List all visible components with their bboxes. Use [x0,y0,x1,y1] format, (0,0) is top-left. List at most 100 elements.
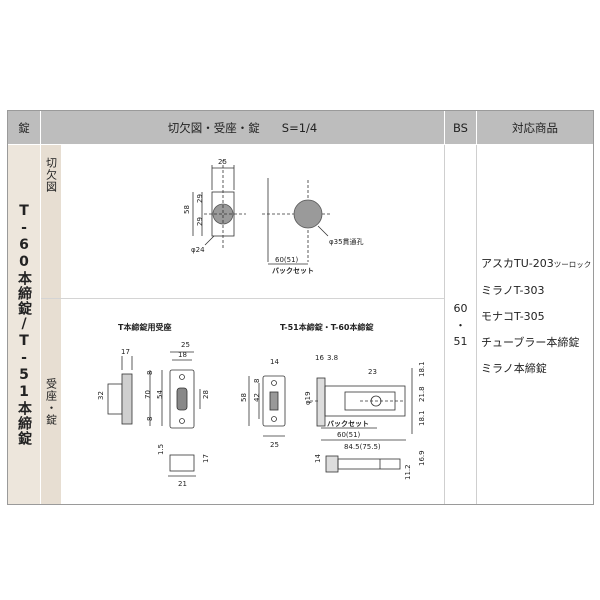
dim-label-8: 8 [146,417,154,421]
section-strike-label: 受座・錠 [44,377,58,426]
dim-label-21: 21 [178,480,187,488]
strike-side-view [107,383,123,415]
strike-bolt-hole [176,387,188,411]
dim-label-16_9: 16.9 [418,450,426,466]
header-products: 対応商品 [477,111,593,144]
bolt-end-flange [325,455,339,473]
lock-title: T-51本締錠・T-60本締錠 [280,322,374,332]
dim-label-dia35: φ35貫通孔 [329,237,364,246]
product-item: アスカTU-203ツーロック [481,251,591,278]
product-name: ミラノ本締錠 [481,362,547,375]
lock-name-cell: T-60本締錠/T-51本締錠 [8,145,40,504]
product-item: ミラノT-303 [481,278,591,304]
screw-hole-icon [271,416,277,422]
strike-box [121,373,133,425]
product-name: アスカTU-203 [481,257,554,270]
bs-values: 60 ・ 51 [445,145,476,504]
product-name: チューブラー本締錠 [481,336,580,349]
product-item: モナコT-305 [481,304,591,330]
section-strike-cell: 受座・錠 [41,299,61,504]
header-lock-label: 錠 [18,120,30,135]
lock-case [324,385,406,417]
strike-plate-front [169,369,195,429]
dim-label-16: 16 [315,354,324,362]
dim-label-25: 25 [270,441,279,449]
dim-label-18_1: 18.1 [418,361,426,377]
lock-bolt-face [269,391,279,411]
strike-drawing [107,351,201,477]
lock-name: T-60本締錠/T-51本締錠 [16,203,32,446]
product-item: ミラノ本締錠 [481,356,591,382]
dim-label-42: 42 [253,393,261,402]
header-bs-label: BS [453,120,468,135]
header-bs: BS [445,111,476,144]
backset-label: バックセット [327,419,369,428]
header-lock: 錠 [8,111,40,144]
dim-label-58: 58 [240,393,248,402]
screw-hole-icon [179,418,185,424]
spec-sheet: 錠 切欠図・受座・錠 S=1/4 BS 対応商品 T-60本締錠/T-51本締錠… [7,110,594,505]
dim-label-32: 32 [97,391,105,400]
dim-label-23: 23 [368,368,377,376]
dim-label-70: 70 [144,390,152,399]
header-scale-label: S=1/4 [281,120,318,135]
lock-drawing [248,368,413,473]
dim-label-28: 28 [202,390,210,399]
strike-box-top-view [169,454,195,472]
screw-hole-icon [271,380,277,386]
bs-value-separator: ・ [455,318,466,332]
backset-label: バックセット [272,266,314,275]
section-cutout-cell: 切欠図 [41,145,61,298]
product-list: アスカTU-203ツーロック ミラノT-303 モナコT-305 チューブラー本… [481,251,591,382]
dim-label-dia19: φ19 [304,391,312,405]
dim-label-18: 18 [178,351,187,359]
dim-label-18_1: 18.1 [418,410,426,426]
lock-labels: T-51本締錠・T-60本締錠 14 16 3.8 58 42 8 φ19 23… [240,322,426,480]
dim-label-54: 54 [156,390,164,399]
dim-label-17: 17 [121,348,130,356]
lock-front-flange [316,377,326,427]
header-drawing: 切欠図・受座・錠 S=1/4 [41,111,444,144]
dim-label-backset: 60(51) [337,431,361,439]
product-suffix: ツーロック [553,260,592,269]
dim-label-11_2: 11.2 [404,464,412,480]
bs-divider [444,145,445,504]
dim-label-21_8: 21.8 [418,386,426,402]
leader-line [317,225,329,237]
product-item: チューブラー本締錠 [481,330,591,356]
dim-label-8: 8 [146,371,154,375]
bs-value-51: 51 [453,334,468,348]
screw-hole-icon [179,374,185,380]
dim-label-58: 58 [183,205,191,214]
header-drawing-label: 切欠図・受座・錠 [167,120,260,135]
dim-label-25: 25 [181,341,190,349]
leader-line [204,235,215,246]
dim-label-3_8: 3.8 [327,354,338,362]
dim-label-29: 29 [196,194,204,203]
latch-hole-circle [212,203,234,225]
cutout-drawing [192,160,332,265]
dim-label-29: 29 [196,217,204,226]
dim-label-14: 14 [270,358,279,366]
dim-label-84_5: 84.5(75.5) [344,443,381,451]
product-name: モナコT-305 [481,310,545,323]
through-hole-circle [293,199,323,229]
products-divider [476,145,477,504]
dim-label-25: 25 [218,158,227,166]
dim-label-1_5: 1.5 [157,444,165,455]
dim-label-backset: 60(51) [275,256,299,264]
bs-value-60: 60 [453,301,468,315]
cutout-labels: 25 58 29 29 φ24 φ35貫通孔 60(51) バックセット [183,158,364,275]
dim-label-17: 17 [202,454,210,463]
bolt-body [337,458,401,470]
product-name: ミラノT-303 [481,284,545,297]
section-divider [41,298,444,299]
strike-labels: T本締錠用受座 17 25 18 32 8 70 54 8 28 1.5 17 … [97,322,210,488]
section-cutout-label: 切欠図 [44,157,58,193]
dim-label-8: 8 [253,379,261,383]
strike-title: T本締錠用受座 [118,322,171,332]
dim-label-14: 14 [314,454,322,463]
header-products-label: 対応商品 [512,120,558,135]
lock-face-plate [262,375,286,427]
